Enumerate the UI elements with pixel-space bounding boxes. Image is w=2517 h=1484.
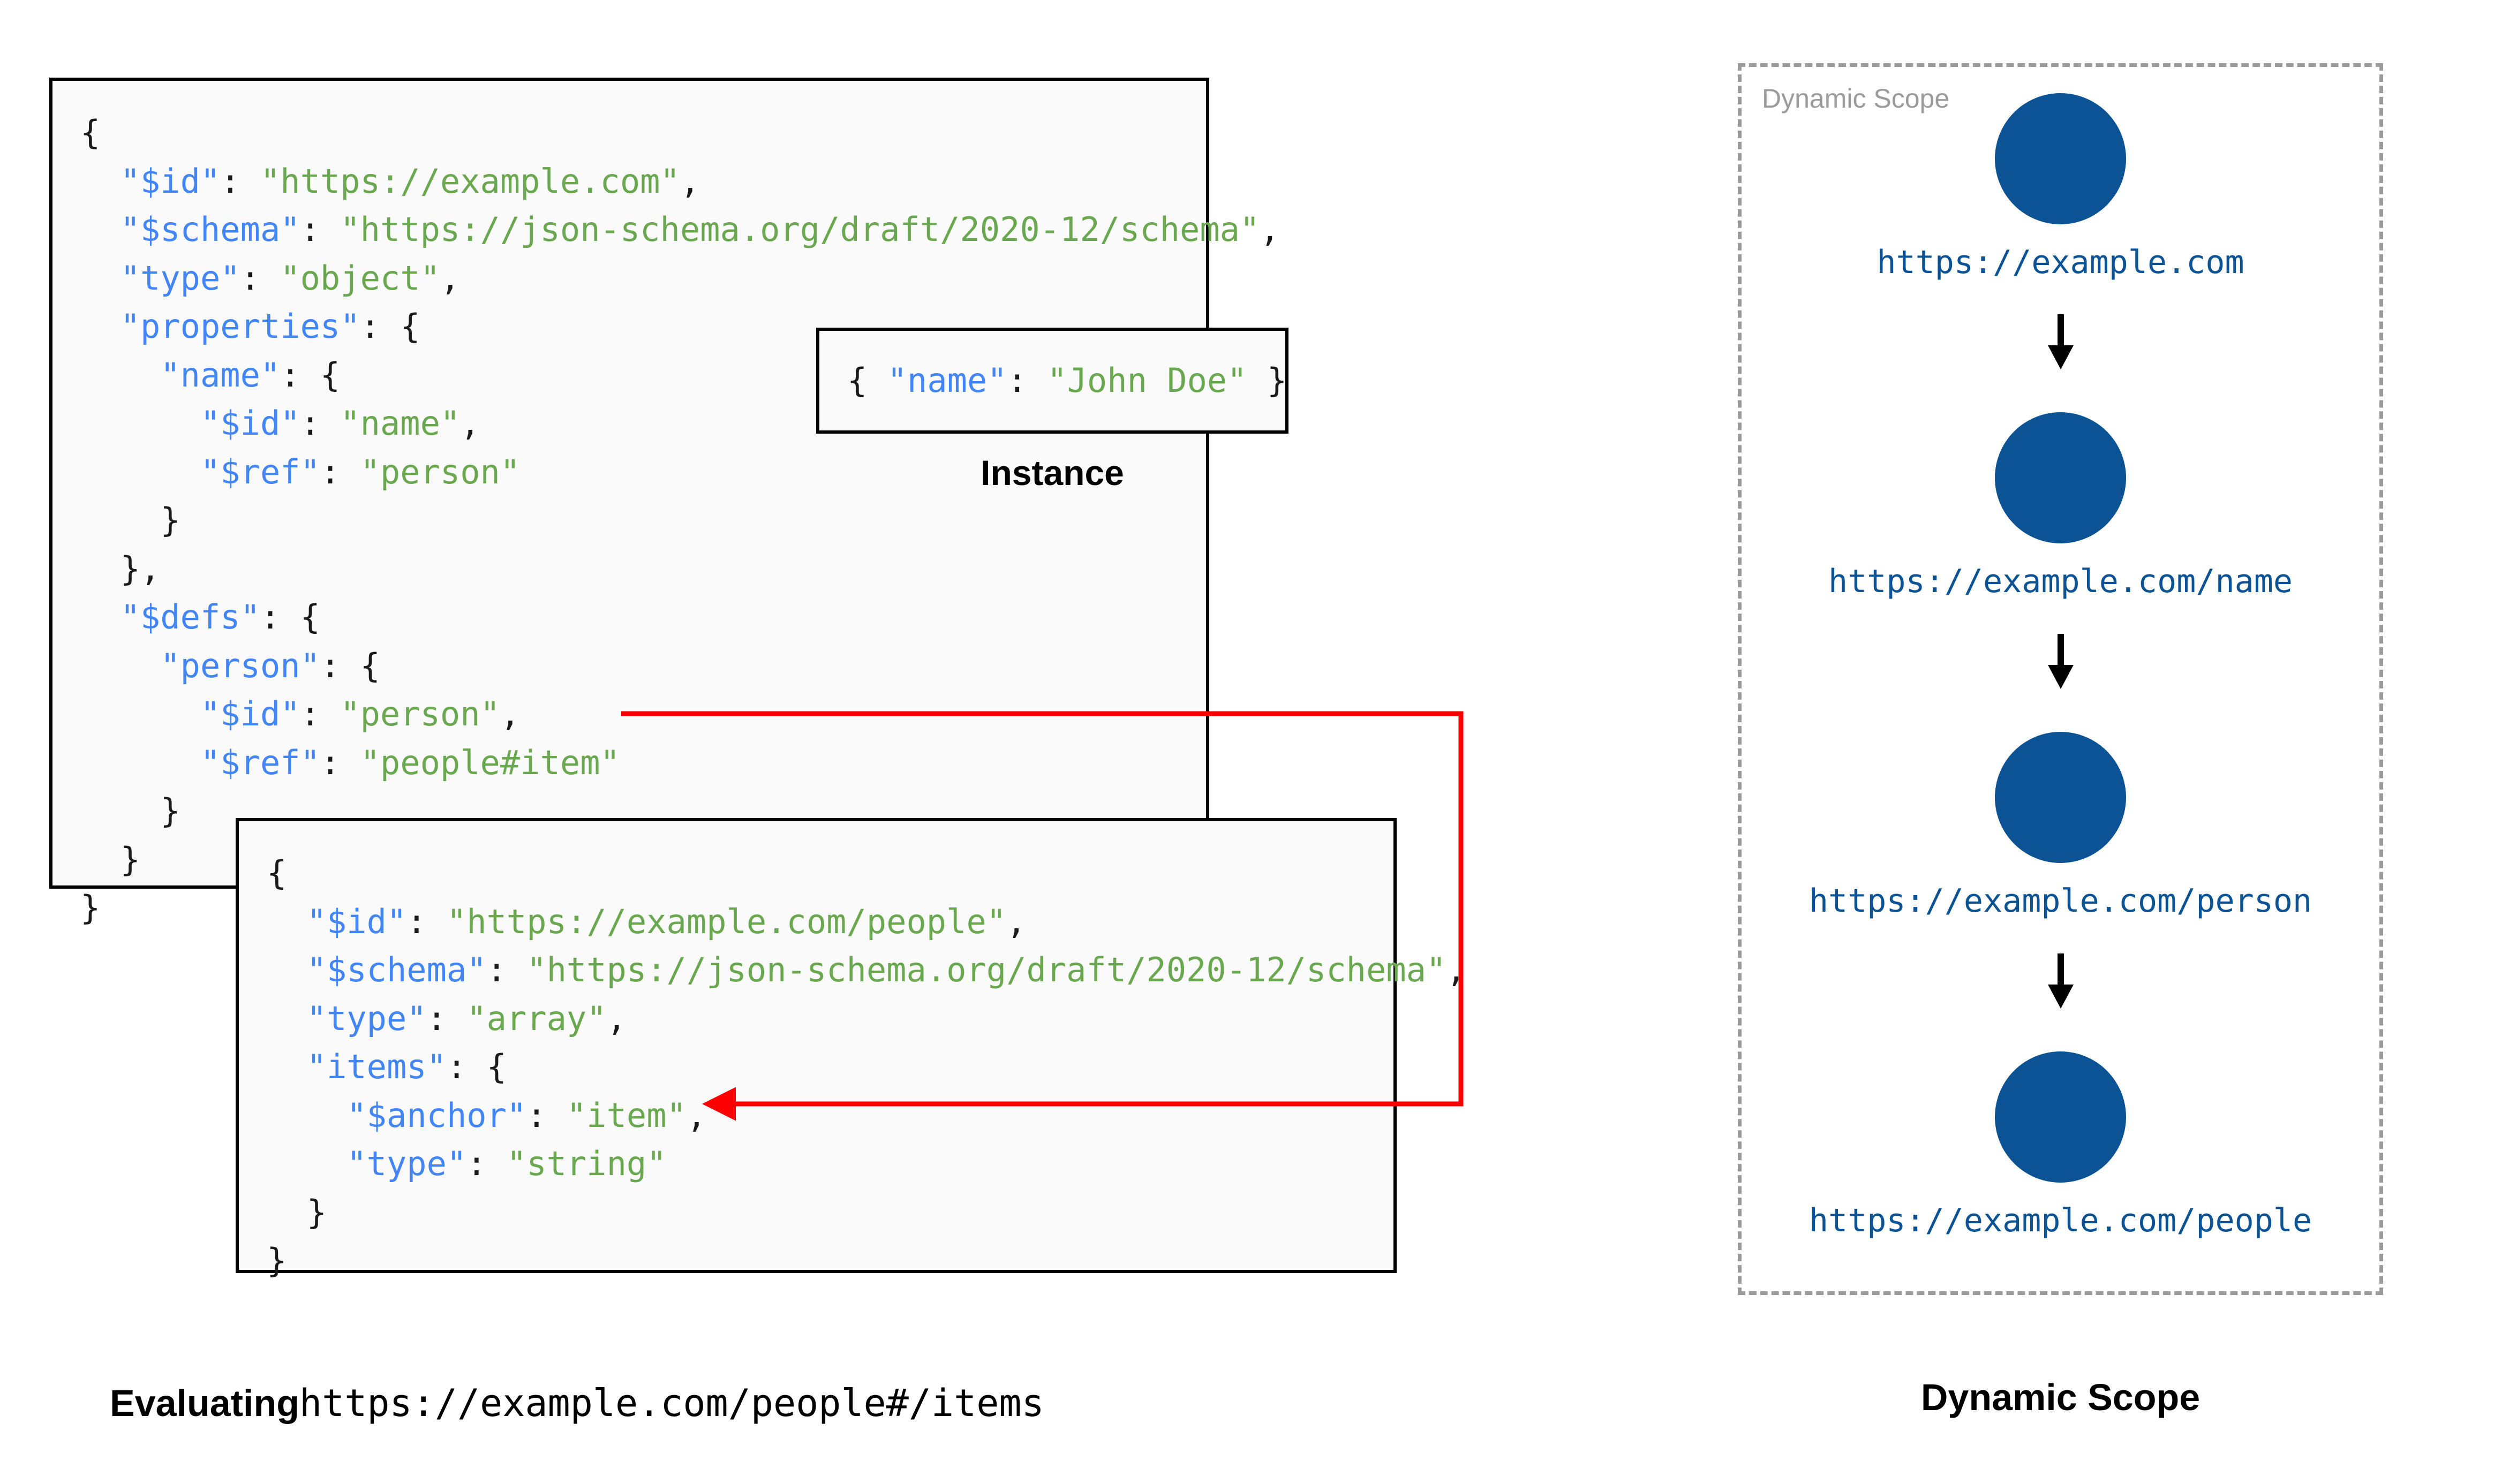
scope-node-label: https://example.com/person [1808,882,2312,920]
instance-code: { "name": "John Doe" } [847,360,1287,400]
scope-arrow-2 [1738,952,2383,1014]
evaluating-uri: https://example.com/people#/items [299,1381,1044,1425]
people-schema-code-box: { "$id": "https://example.com/people", "… [236,818,1466,1280]
instance-label: Instance [981,453,1124,493]
scope-node-circle-icon [1995,1051,2126,1183]
dynamic-scope-panel-title: Dynamic Scope [1762,84,1950,113]
scope-node-0: https://example.com [1738,93,2383,281]
scope-node-3: https://example.com/people [1738,1051,2383,1239]
scope-node-2: https://example.com/person [1738,732,2383,920]
dynamic-scope-caption: Dynamic Scope [1920,1376,2201,1418]
down-arrow-icon [2047,314,2074,369]
down-arrow-icon [2047,634,2074,689]
scope-node-circle-icon [1995,732,2126,863]
scope-node-circle-icon [1995,93,2126,224]
evaluating-caption: Evaluatinghttps://example.com/people#/it… [110,1381,1044,1425]
instance-code-box: { "name": "John Doe" } [816,328,1288,434]
scope-node-1: https://example.com/name [1738,412,2383,600]
down-arrow-icon [2047,953,2074,1009]
schema-root-code: { "$id": "https://example.com", "$schema… [80,113,1280,928]
scope-node-label: https://example.com/name [1828,563,2293,600]
scope-arrow-0 [1738,313,2383,375]
people-schema-code: { "$id": "https://example.com/people", "… [267,853,1466,1281]
scope-node-circle-icon [1995,412,2126,543]
scope-node-label: https://example.com/people [1808,1202,2312,1239]
evaluating-label: Evaluating [110,1382,299,1424]
scope-arrow-1 [1738,633,2383,694]
scope-node-label: https://example.com [1877,244,2244,281]
dynamic-scope-panel [1738,63,2383,1295]
